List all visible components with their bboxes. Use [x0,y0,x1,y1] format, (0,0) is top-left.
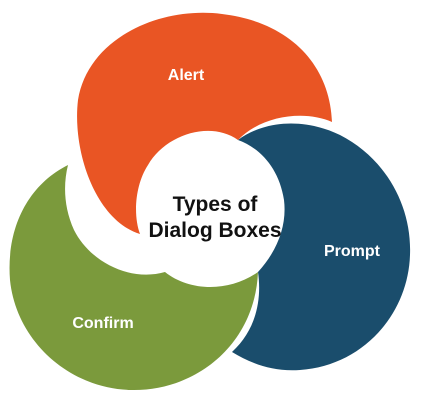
alert-segment [77,12,332,235]
confirm-label: Confirm [72,315,134,332]
prompt-label: Prompt [324,243,380,260]
center-title-line1: Types of [172,193,258,216]
center-title-line2: Dialog Boxes [148,219,282,242]
prompt-segment [232,123,411,371]
center-title: Types of Dialog Boxes [148,192,281,244]
alert-label: Alert [167,67,205,84]
confirm-segment [9,165,258,391]
